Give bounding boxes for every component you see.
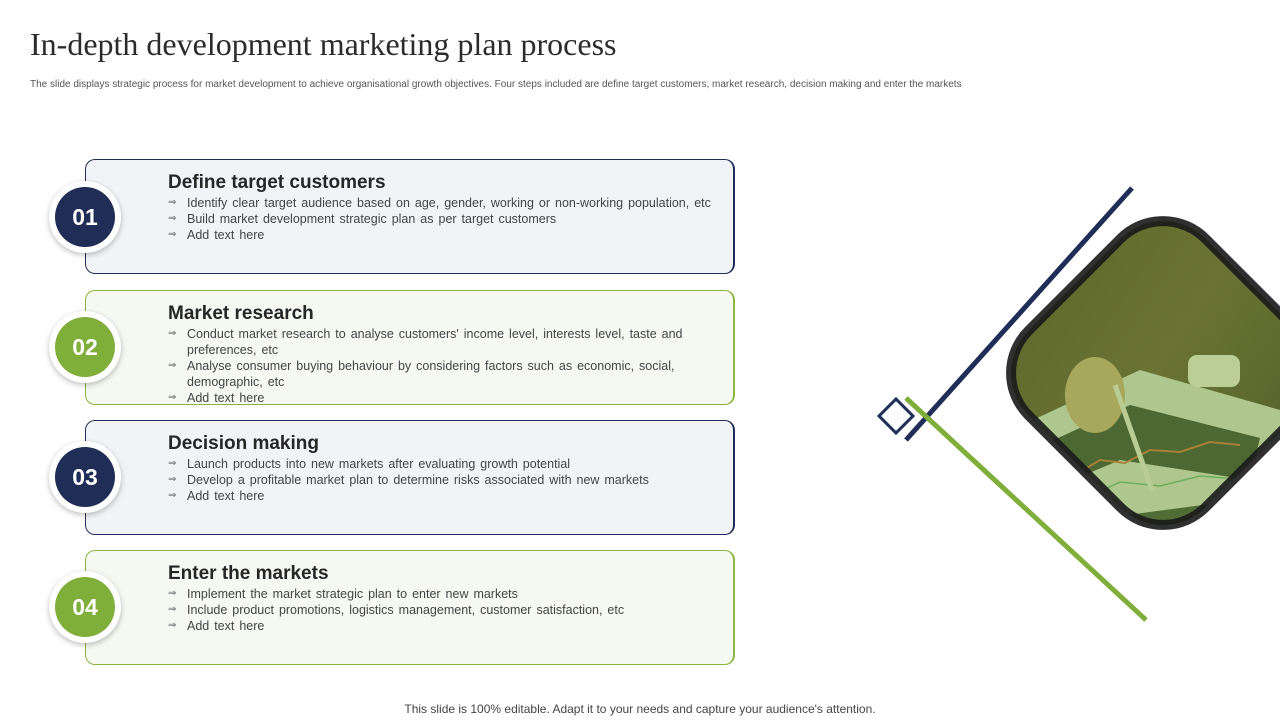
step-title: Decision making xyxy=(168,433,319,454)
double-arrow-icon: ⇒ xyxy=(168,620,177,631)
step-number: 04 xyxy=(55,577,115,637)
footer-note: This slide is 100% editable. Adapt it to… xyxy=(404,702,876,716)
step-title: Define target customers xyxy=(168,172,386,193)
bullet-item: ⇒Develop a profitable market plan to det… xyxy=(168,473,649,487)
step-bullets: ⇒Implement the market strategic plan to … xyxy=(168,586,713,634)
step-badge-2: 02 xyxy=(49,311,121,383)
page-subtitle: The slide displays strategic process for… xyxy=(30,79,962,90)
bullet-item: ⇒Implement the market strategic plan to … xyxy=(168,587,518,601)
step-badge-4: 04 xyxy=(49,571,121,643)
step-card-1: Define target customers ⇒Identify clear … xyxy=(85,159,735,274)
step-badge-1: 01 xyxy=(49,181,121,253)
step-bullets: ⇒Identify clear target audience based on… xyxy=(168,195,713,243)
double-arrow-icon: ⇒ xyxy=(168,588,177,599)
decorative-photo-graphic xyxy=(876,186,1280,622)
step-badge-3: 03 xyxy=(49,441,121,513)
bullet-item: ⇒Conduct market research to analyse cust… xyxy=(168,327,683,357)
bullet-item: ⇒Include product promotions, logistics m… xyxy=(168,603,625,617)
bullet-item: ⇒Analyse consumer buying behaviour by co… xyxy=(168,359,675,389)
green-diagonal-line xyxy=(904,396,1148,622)
step-bullets: ⇒Conduct market research to analyse cust… xyxy=(168,326,713,406)
double-arrow-icon: ⇒ xyxy=(168,490,177,501)
bullet-item: ⇒Add text here xyxy=(168,391,265,405)
step-number: 03 xyxy=(55,447,115,507)
double-arrow-icon: ⇒ xyxy=(168,229,177,240)
bullet-item: ⇒Build market development strategic plan… xyxy=(168,212,557,226)
navy-diagonal-line xyxy=(904,186,1134,442)
double-arrow-icon: ⇒ xyxy=(168,213,177,224)
step-number: 02 xyxy=(55,317,115,377)
step-title: Enter the markets xyxy=(168,563,329,584)
bullet-item: ⇒Identify clear target audience based on… xyxy=(168,196,711,210)
double-arrow-icon: ⇒ xyxy=(168,474,177,485)
double-arrow-icon: ⇒ xyxy=(168,197,177,208)
page-title: In-depth development marketing plan proc… xyxy=(30,26,617,62)
diamond-marker-icon xyxy=(876,396,916,436)
bullet-item: ⇒Add text here xyxy=(168,228,265,242)
step-card-4: Enter the markets ⇒Implement the market … xyxy=(85,550,735,665)
double-arrow-icon: ⇒ xyxy=(168,604,177,615)
step-title: Market research xyxy=(168,303,314,324)
bullet-item: ⇒Launch products into new markets after … xyxy=(168,457,571,471)
double-arrow-icon: ⇒ xyxy=(168,328,177,339)
step-card-3: Decision making ⇒Launch products into ne… xyxy=(85,420,735,535)
step-bullets: ⇒Launch products into new markets after … xyxy=(168,456,713,504)
step-number: 01 xyxy=(55,187,115,247)
double-arrow-icon: ⇒ xyxy=(168,458,177,469)
step-card-2: Market research ⇒Conduct market research… xyxy=(85,290,735,405)
double-arrow-icon: ⇒ xyxy=(168,392,177,403)
bullet-item: ⇒Add text here xyxy=(168,619,265,633)
double-arrow-icon: ⇒ xyxy=(168,360,177,371)
bullet-item: ⇒Add text here xyxy=(168,489,265,503)
